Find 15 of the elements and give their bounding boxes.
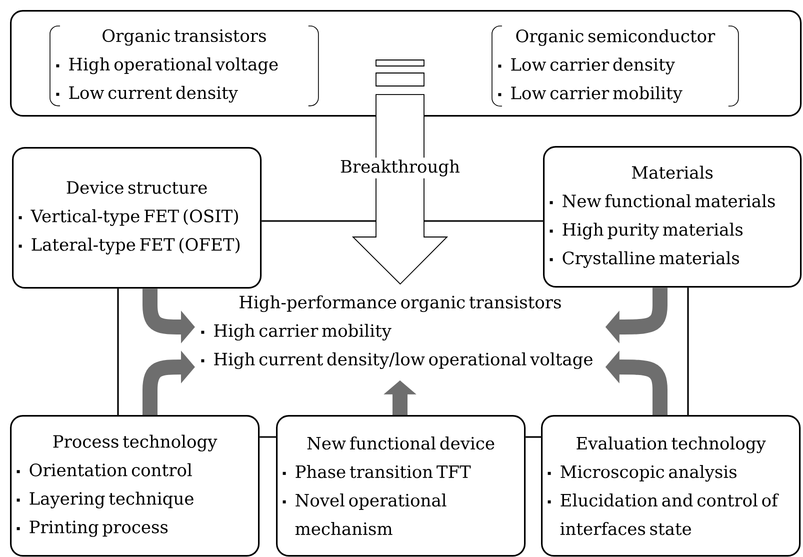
rounded-box: Evaluation technology Microscopic analysis Elucidation and control of interfaces state <box>541 415 801 557</box>
rounded-box <box>10 10 802 117</box>
connector-line <box>117 288 119 415</box>
connector-line <box>526 436 541 438</box>
rounded-box: Device structure Vertical-type FET (OSIT) Lateral-type FET (OFET) <box>12 147 262 289</box>
rounded-box: New functional device Phase transition TFT Novel operational mechanism <box>276 415 526 557</box>
rounded-box: Materials New functional materials High purity materials Crystalline materials <box>543 146 802 288</box>
bracketed-list: Organic transistors High operational voltage Low current density <box>50 26 319 106</box>
connector-line <box>687 288 689 415</box>
rounded-box: Process technology Orientation control Layering technique Printing process <box>10 415 260 557</box>
connector-line <box>260 436 276 438</box>
text-block: High-performance organic transistors High carrier mobility High current density/low operational voltage <box>201 295 592 370</box>
bracketed-list: Organic semiconductor Low carrier density Low carrier mobility <box>492 26 739 106</box>
edge-label: Breakthrough <box>338 158 462 178</box>
block-arrow <box>352 60 448 285</box>
